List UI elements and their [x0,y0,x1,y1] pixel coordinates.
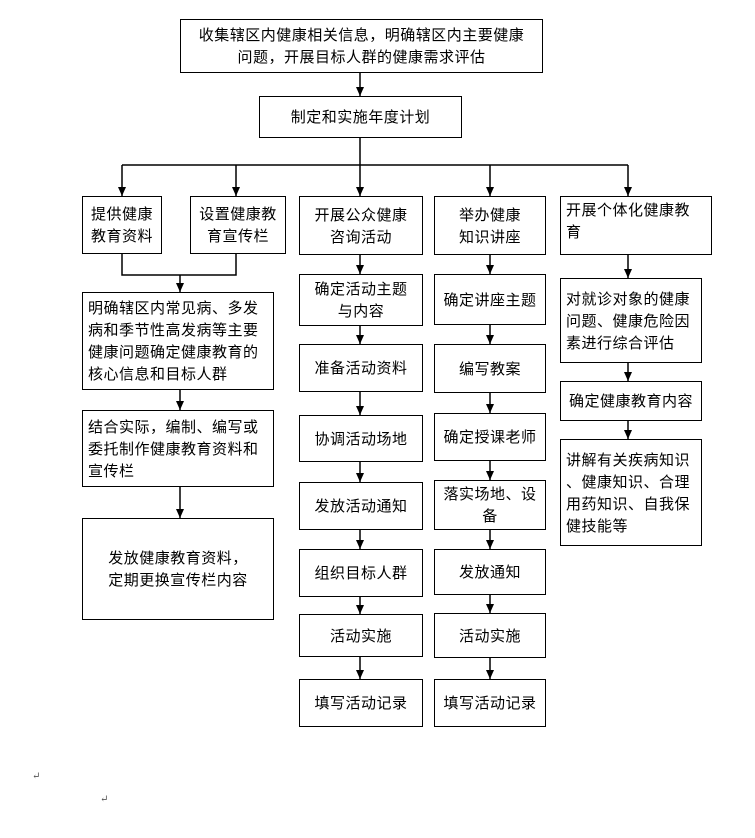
node-produce-materials: 结合实际，编制、编写或 委托制作健康教育资料和 宣传栏 [82,410,274,487]
node-collect-health-info: 收集辖区内健康相关信息，明确辖区内主要健康 问题，开展目标人群的健康需求评估 [180,19,543,73]
node-distribute-materials: 发放健康教育资料， 定期更换宣传栏内容 [82,518,274,620]
paragraph-mark: ↵ [100,794,109,805]
node-organize-group: 组织目标人群 [299,549,423,597]
node-issue-notice: 发放活动通知 [299,482,423,530]
node-comprehensive-assessment: 对就诊对象的健康 问题、健康危险因 素进行综合评估 [560,278,702,363]
node-venue-equipment: 落实场地、设 备 [434,480,546,530]
node-activity-record: 填写活动记录 [299,679,423,727]
connector-a1-merge [121,254,180,276]
node-explain-knowledge: 讲解有关疾病知识 、健康知识、合理 用药知识、自我保 健技能等 [560,439,702,546]
node-activity-theme: 确定活动主题 与内容 [299,274,423,326]
node-education-content: 确定健康教育内容 [560,381,702,421]
node-lecture-topic: 确定讲座主题 [434,274,546,325]
node-activity-execution: 活动实施 [299,614,423,657]
node-lecture-record: 填写活动记录 [434,679,546,727]
node-send-notice: 发放通知 [434,549,546,595]
node-individual-education: 开展个体化健康教 育 [560,196,712,255]
node-prepare-materials: 准备活动资料 [299,344,423,392]
node-health-lecture: 举办健康 知识讲座 [434,196,546,255]
node-provide-materials: 提供健康 教育资料 [82,196,162,254]
node-bulletin-board: 设置健康教 育宣传栏 [190,196,286,254]
node-annual-plan: 制定和实施年度计划 [259,96,462,138]
connector-a2-merge [180,254,237,276]
paragraph-mark: ↵ [32,771,41,782]
node-lecture-execution: 活动实施 [434,613,546,658]
node-core-messages: 明确辖区内常见病、多发 病和季节性高发病等主要 健康问题确定健康教育的 核心信息… [82,292,274,390]
node-coordinate-venue: 协调活动场地 [299,415,423,462]
node-write-lesson-plan: 编写教案 [434,344,546,393]
node-public-consultation: 开展公众健康 咨询活动 [299,196,423,255]
node-confirm-teacher: 确定授课老师 [434,413,546,461]
